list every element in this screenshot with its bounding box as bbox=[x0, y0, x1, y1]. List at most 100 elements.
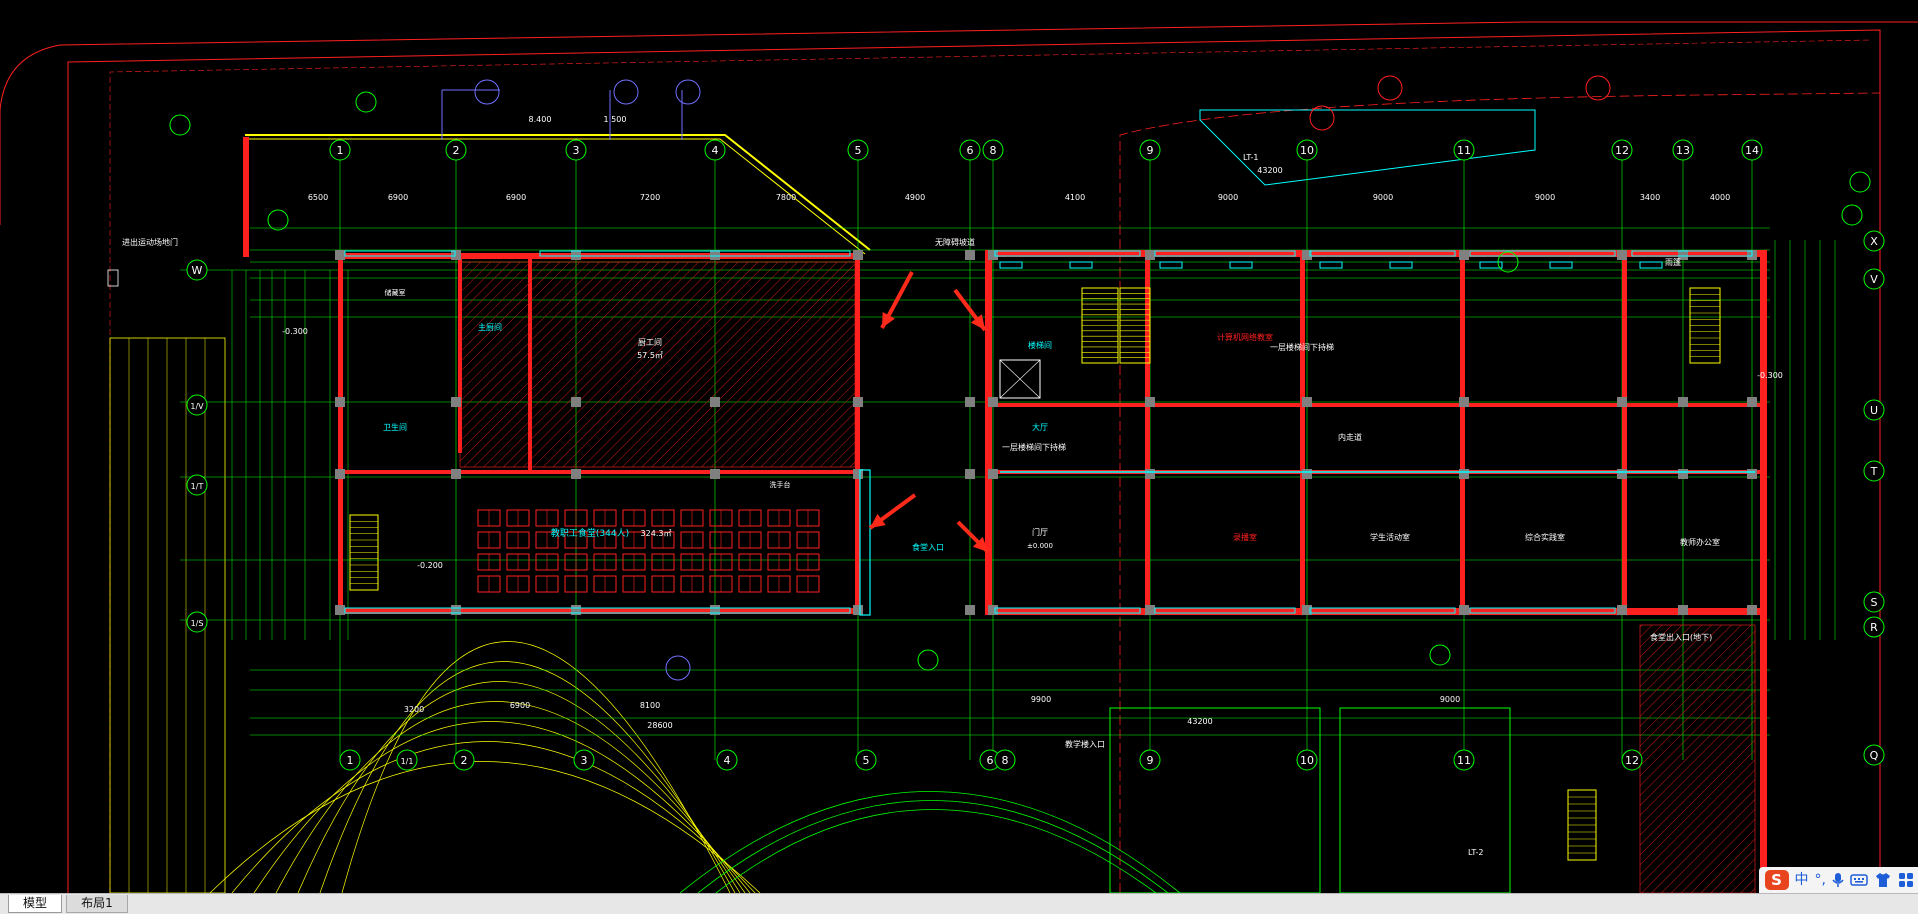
dimension-label: 7200 bbox=[640, 193, 660, 202]
structural-column bbox=[1302, 250, 1312, 260]
tab-layout-1[interactable]: 布局1 bbox=[66, 895, 128, 913]
dimension-label: 6500 bbox=[308, 193, 328, 202]
annotation-arrowhead bbox=[970, 314, 985, 330]
axis-bubble bbox=[855, 749, 877, 771]
axis-bubble bbox=[186, 259, 208, 281]
axis-label-bottom: 10 bbox=[1300, 754, 1314, 767]
structural-column bbox=[965, 605, 975, 615]
structural-column bbox=[1617, 469, 1627, 479]
tab-model[interactable]: 模型 bbox=[8, 895, 62, 913]
callout-bubble bbox=[1429, 644, 1451, 666]
wall-segment bbox=[1622, 250, 1627, 615]
dimension-label: 7800 bbox=[776, 193, 796, 202]
track-curve-line bbox=[231, 741, 756, 893]
window-symbol bbox=[999, 261, 1023, 269]
track-curve-line bbox=[253, 721, 751, 893]
structural-column bbox=[335, 250, 345, 260]
room-label: 食堂入口 bbox=[912, 542, 944, 552]
structural-column bbox=[853, 605, 863, 615]
axis-bubble bbox=[994, 749, 1016, 771]
axis-bubble bbox=[1296, 749, 1318, 771]
axis-label-right: R bbox=[1870, 621, 1878, 634]
structural-column bbox=[1678, 469, 1688, 479]
wall-segment bbox=[1145, 250, 1150, 615]
window-symbol bbox=[1229, 261, 1253, 269]
curtain-wall bbox=[859, 469, 871, 616]
structural-column bbox=[1459, 605, 1469, 615]
elevation-label: 8.400 bbox=[529, 115, 552, 124]
axis-label-top: 13 bbox=[1676, 144, 1690, 157]
wall-segment bbox=[338, 470, 863, 474]
structural-column bbox=[1145, 250, 1155, 260]
callout-bubble bbox=[1497, 251, 1519, 273]
structural-column bbox=[965, 469, 975, 479]
axis-label-top: 2 bbox=[453, 144, 460, 157]
ime-punct-toggle[interactable]: °, bbox=[1814, 872, 1826, 888]
axis-bubble bbox=[186, 474, 208, 496]
axis-bubble bbox=[1741, 139, 1763, 161]
structural-column bbox=[335, 469, 345, 479]
room-label: 计算机网络教室 bbox=[1217, 332, 1273, 342]
dimension-label: 3200 bbox=[404, 705, 424, 714]
ime-lang-toggle[interactable]: 中 bbox=[1794, 872, 1809, 888]
structural-column bbox=[988, 397, 998, 407]
grid-icon[interactable] bbox=[1898, 872, 1914, 888]
wall-segment bbox=[338, 608, 863, 614]
mic-icon[interactable] bbox=[1832, 872, 1844, 888]
axis-bubble bbox=[329, 139, 351, 161]
window-symbol bbox=[1479, 261, 1503, 269]
annotation-label: 进出运动场地门 bbox=[122, 237, 178, 247]
axis-bubble bbox=[1672, 139, 1694, 161]
track-curve-line bbox=[341, 641, 731, 893]
axis-label-right: S bbox=[1871, 596, 1878, 609]
elevator-shaft bbox=[999, 359, 1041, 399]
annotation-arrowhead bbox=[870, 513, 886, 528]
leader-line bbox=[441, 89, 683, 140]
callout-bubble bbox=[665, 655, 691, 681]
window-symbol bbox=[1549, 261, 1573, 269]
window-symbol bbox=[344, 250, 456, 257]
sogou-logo-icon[interactable]: S bbox=[1764, 870, 1789, 890]
dimension-label: 6900 bbox=[388, 193, 408, 202]
room-label: 综合实践室 bbox=[1525, 532, 1565, 542]
axis-bubble bbox=[1139, 749, 1161, 771]
wall-segment bbox=[985, 250, 1765, 257]
structural-column bbox=[571, 250, 581, 260]
room-label: 门厅 bbox=[1032, 527, 1048, 537]
room-area-label: 324.3㎡ bbox=[641, 529, 672, 538]
structural-column bbox=[1747, 469, 1757, 479]
planting-area bbox=[1339, 707, 1511, 893]
room-label: 楼梯间 bbox=[1028, 340, 1052, 350]
keyboard-icon[interactable] bbox=[1850, 873, 1868, 887]
structural-column bbox=[451, 605, 461, 615]
annotation-arrowhead bbox=[972, 536, 988, 552]
room-label: 厨工间 bbox=[638, 338, 662, 347]
room-area-label: 57.5㎡ bbox=[637, 351, 663, 360]
structural-column bbox=[1678, 397, 1688, 407]
kitchen-hatch bbox=[459, 261, 856, 468]
site-boundary-line bbox=[0, 21, 1918, 225]
structural-column bbox=[1459, 469, 1469, 479]
axis-label-bottom: 4 bbox=[724, 754, 731, 767]
total-dimension-label: 43200 bbox=[1257, 166, 1282, 175]
structural-column bbox=[710, 397, 720, 407]
structural-column bbox=[1459, 397, 1469, 407]
retaining-wall-line-2 bbox=[245, 138, 866, 255]
track-curve-line bbox=[275, 701, 746, 893]
axis-label-top: 9 bbox=[1147, 144, 1154, 157]
structural-column bbox=[1302, 397, 1312, 407]
axis-bubble bbox=[1296, 139, 1318, 161]
axis-label-left: 1/V bbox=[190, 402, 204, 411]
axis-bubble bbox=[847, 139, 869, 161]
elevation-label: -0.300 bbox=[1757, 371, 1783, 380]
annotation-label: 无障碍坡道 bbox=[935, 237, 975, 247]
window-symbol bbox=[1631, 250, 1753, 257]
retaining-wall-line bbox=[245, 134, 871, 251]
shirt-icon[interactable] bbox=[1874, 872, 1892, 888]
axis-label-top: 10 bbox=[1300, 144, 1314, 157]
structural-column bbox=[710, 605, 720, 615]
axis-label-left: 1/T bbox=[191, 482, 204, 491]
